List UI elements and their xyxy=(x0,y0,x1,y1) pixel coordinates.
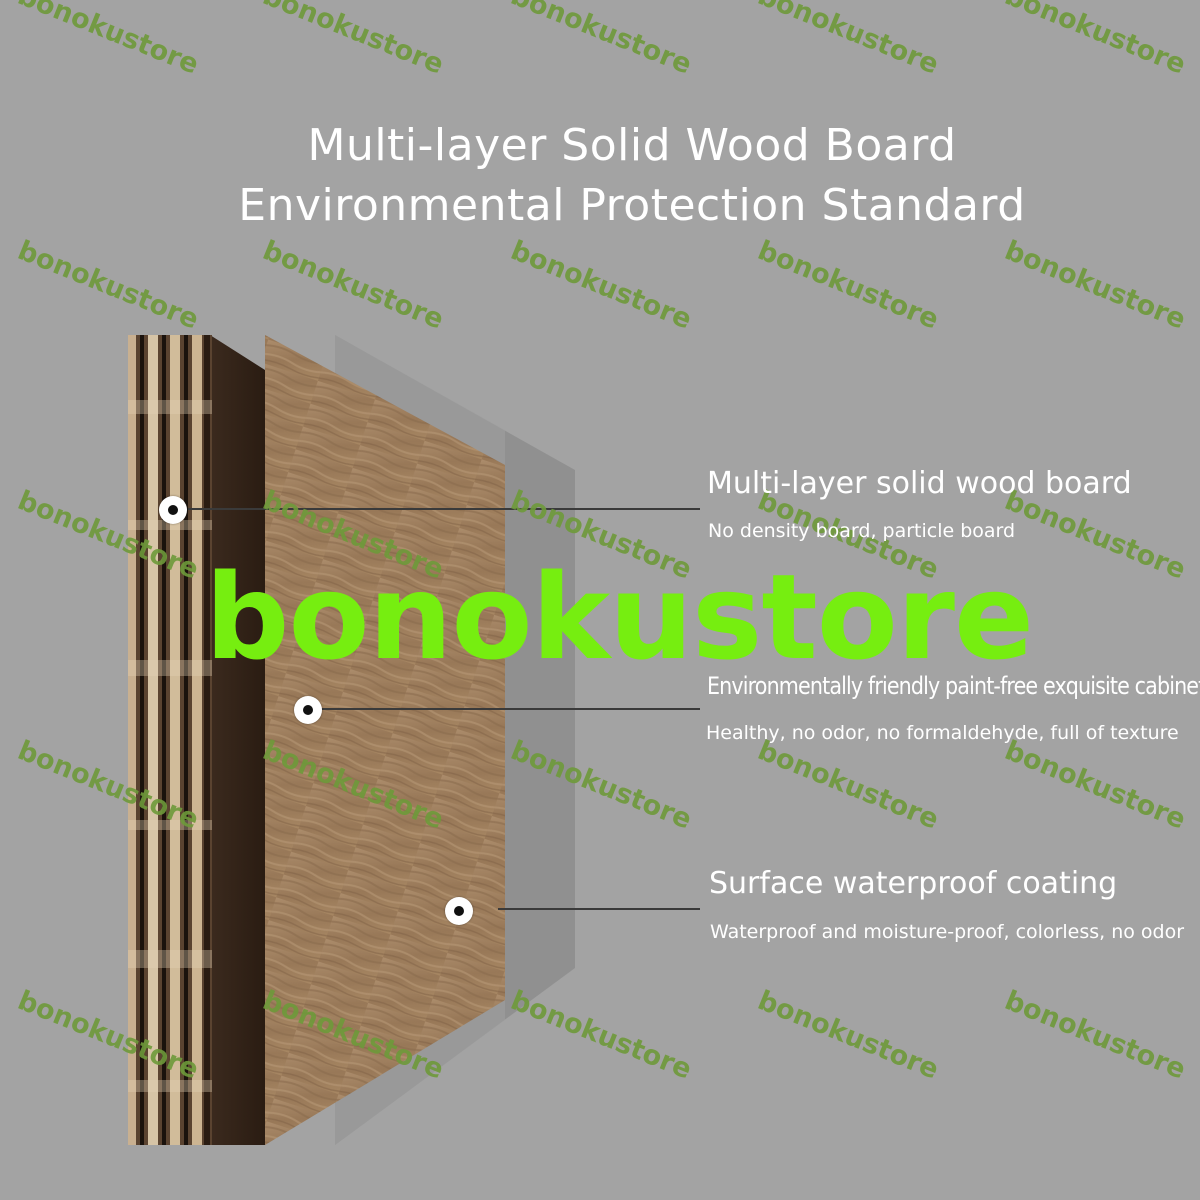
callout-marker-2 xyxy=(294,696,322,724)
layer-2-title: Environmentally friendly paint-free exqu… xyxy=(707,672,1200,700)
page-title-line-2: Environmental Protection Standard xyxy=(238,180,1026,231)
plywood-ply-lines xyxy=(128,335,210,1145)
page-title-line-1: Multi-layer Solid Wood Board xyxy=(307,120,957,171)
layer-1-subtitle: No density board, particle board xyxy=(708,520,1016,542)
plywood-core-face xyxy=(210,335,265,1145)
layer-3-title: Surface waterproof coating xyxy=(709,866,1118,901)
layer-1-title: Multi-layer solid wood board xyxy=(707,466,1132,501)
layer-3-subtitle: Waterproof and moisture-proof, colorless… xyxy=(710,921,1185,943)
layer-2-subtitle: Healthy, no odor, no formaldehyde, full … xyxy=(706,722,1179,744)
leader-line-3 xyxy=(498,908,700,910)
leader-line-1 xyxy=(188,508,700,510)
large-store-watermark: bonokustore xyxy=(205,548,1034,686)
leader-line-2 xyxy=(322,708,700,710)
callout-marker-1 xyxy=(159,496,187,524)
callout-marker-3 xyxy=(445,897,473,925)
veneer-surface-layer xyxy=(265,335,505,1145)
